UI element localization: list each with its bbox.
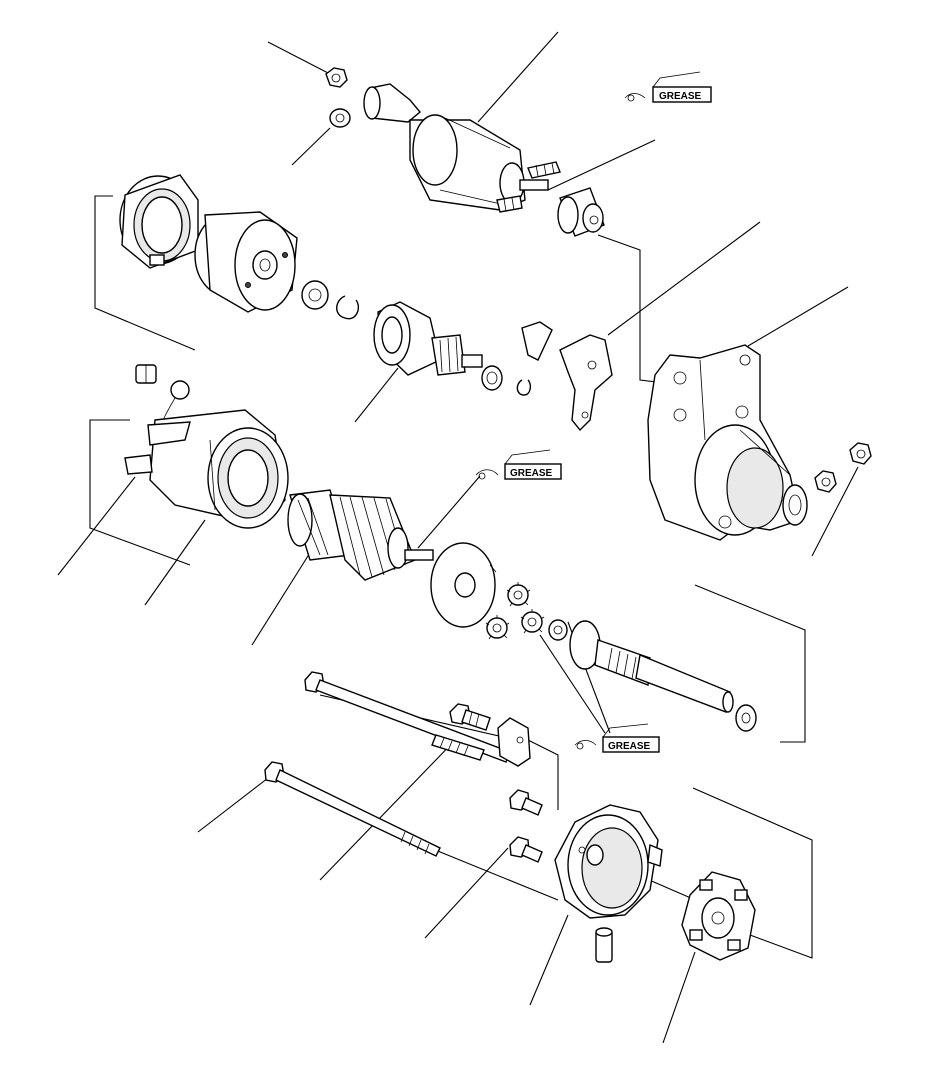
washer-end: [735, 704, 757, 732]
stop-collar: [481, 365, 503, 391]
grease-label-3: GREASE: [574, 723, 660, 753]
screw-1: [509, 789, 543, 816]
grease-label-1-text: GREASE: [659, 91, 702, 102]
armature: [287, 489, 434, 581]
screw-short: [449, 703, 491, 731]
screw-2: [509, 836, 543, 863]
grommet: [497, 717, 531, 767]
nut-top: [325, 67, 348, 88]
snap-ring-2: [516, 379, 532, 396]
output-shaft: [569, 620, 734, 713]
washer-small: [301, 280, 329, 310]
shift-lever: [521, 321, 613, 432]
solenoid-assembly: [325, 67, 605, 237]
internal-gear-housing: [119, 174, 199, 269]
brush-holder: [681, 871, 756, 961]
through-bolt-lower: [264, 761, 441, 857]
drive-end-housing: [647, 344, 808, 541]
yoke-assembly: [124, 364, 289, 529]
planetary-carrier-housing: [194, 211, 298, 313]
plunger: [557, 187, 605, 237]
through-bolt-upper: [304, 671, 511, 763]
grease-label-3-text: GREASE: [608, 741, 651, 752]
grease-label-2: GREASE: [475, 449, 562, 480]
leader-lines: [57, 31, 859, 1044]
grease-label-1: GREASE: [624, 71, 712, 103]
center-plate: [430, 542, 497, 628]
planetary-gear-3: [520, 609, 545, 634]
overrunning-clutch: [373, 301, 483, 376]
solenoid-body: [363, 83, 561, 213]
washer-shaft: [548, 619, 568, 641]
nut-right-1: [814, 470, 837, 493]
snap-ring: [336, 295, 360, 320]
washer-top: [329, 108, 351, 128]
stud-threaded: [431, 734, 485, 761]
grease-label-2-text: GREASE: [510, 468, 553, 479]
planetary-gear-2: [485, 615, 510, 640]
end-frame: [554, 804, 663, 919]
nut-right-2: [849, 442, 872, 465]
planetary-gear-1: [506, 582, 531, 607]
bushing: [595, 927, 613, 963]
